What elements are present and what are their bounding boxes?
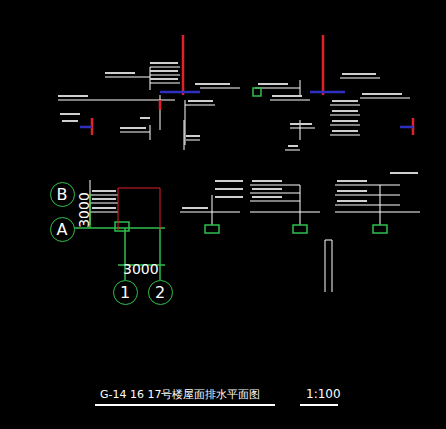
annotation-stroke [337,180,367,182]
grid-label: A [57,220,68,239]
dimension-text: 3000 [77,192,91,228]
annotation-stroke [252,188,282,190]
grid-label: 2 [155,283,165,302]
annotation-stroke [105,72,135,74]
grid-label: 1 [120,283,130,302]
annotation-stroke [150,62,178,64]
annotation-stroke [120,127,146,129]
annotation-stroke [186,135,200,137]
annotation-stroke [195,83,230,85]
grid-bubble: A [50,217,75,242]
annotation-stroke [215,180,243,182]
annotation-stroke [140,117,150,119]
annotation-stroke [390,172,418,174]
annotation-stroke [252,196,282,198]
grid-bubble: 1 [113,280,138,305]
annotation-stroke [60,113,80,115]
annotation-stroke [92,207,116,209]
annotation-stroke [332,130,358,132]
annotation-stroke [288,145,298,147]
drawing-title: G-14 16 17号楼屋面排水平面图 [100,389,260,400]
annotation-stroke [332,120,358,122]
scale-text: 1:100 [306,388,341,400]
annotation-stroke [150,78,178,80]
grid-bubble: 2 [148,280,173,305]
dimension-text: 3000 [123,262,159,276]
annotation-stroke [252,180,282,182]
annotation-stroke [182,207,208,209]
grid-label: B [57,185,68,204]
annotation-stroke [337,200,367,202]
annotation-stroke [58,95,88,97]
annotation-stroke [290,123,312,125]
annotation-stroke [332,110,358,112]
annotation-stroke [62,120,78,122]
annotation-stroke [92,190,116,192]
annotation-stroke [92,198,116,200]
annotation-stroke [258,83,288,85]
annotation-stroke [188,100,213,102]
grid-bubble: B [50,182,75,207]
annotation-stroke [342,73,376,75]
annotation-stroke [215,188,243,190]
annotation-stroke [272,95,302,97]
annotation-stroke [337,190,367,192]
annotation-stroke [332,100,358,102]
annotation-stroke [215,196,243,198]
annotation-stroke [362,93,402,95]
annotation-stroke [150,70,178,72]
